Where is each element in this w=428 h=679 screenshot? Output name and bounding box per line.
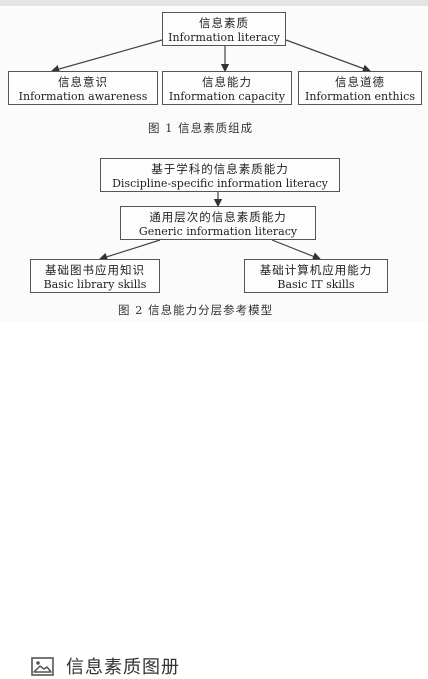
box-en-label: Discipline-specific information literacy	[112, 176, 328, 190]
connector-root-right	[285, 39, 372, 73]
box-cn-label: 信息素质	[199, 16, 249, 30]
figure-image[interactable]: 信息素质 Information literacy 信息意识 Informati…	[0, 0, 428, 322]
box-en-label: Basic library skills	[43, 277, 147, 291]
box-cn-label: 基础图书应用知识	[45, 263, 145, 277]
box-cn-label: 信息道德	[335, 75, 385, 89]
box-basic-library-skills: 基础图书应用知识 Basic library skills	[30, 259, 160, 293]
box-information-literacy: 信息素质 Information literacy	[162, 12, 286, 46]
box-en-label: Basic IT skills	[277, 277, 355, 291]
box-cn-label: 信息意识	[58, 75, 108, 89]
box-en-label: Information enthics	[305, 89, 415, 103]
box-cn-label: 信息能力	[202, 75, 252, 89]
box-generic-literacy: 通用层次的信息素质能力 Generic information literacy	[120, 206, 316, 240]
box-cn-label: 通用层次的信息素质能力	[149, 210, 287, 224]
connector-middle-right	[271, 239, 322, 261]
gallery-link[interactable]: 信息素质图册	[66, 657, 180, 678]
box-cn-label: 基础计算机应用能力	[259, 263, 373, 277]
box-discipline-specific: 基于学科的信息素质能力 Discipline-specific informat…	[100, 158, 340, 192]
connector-middle-left	[98, 239, 161, 261]
box-en-label: Generic information literacy	[138, 224, 298, 238]
box-information-awareness: 信息意识 Information awareness	[8, 71, 158, 105]
connector-root-left	[50, 39, 163, 74]
image-gallery-icon	[31, 657, 54, 676]
figure2-connectors	[98, 192, 322, 261]
box-cn-label: 基于学科的信息素质能力	[151, 162, 289, 176]
gallery-bar[interactable]: 信息素质图册	[0, 322, 428, 678]
figure2-caption: 图 2 信息能力分层参考模型	[118, 303, 274, 317]
box-information-ethics: 信息道德 Information enthics	[298, 71, 422, 105]
figure1-connectors	[50, 39, 372, 74]
box-basic-it-skills: 基础计算机应用能力 Basic IT skills	[244, 259, 388, 293]
box-en-label: Information awareness	[18, 89, 148, 103]
figure1-caption: 图 1 信息素质组成	[148, 121, 254, 135]
connector-lines	[50, 39, 372, 261]
image-top-border	[0, 0, 428, 6]
box-en-label: Information literacy	[168, 30, 280, 44]
box-en-label: Information capacity	[168, 89, 286, 103]
box-information-capacity: 信息能力 Information capacity	[162, 71, 292, 105]
